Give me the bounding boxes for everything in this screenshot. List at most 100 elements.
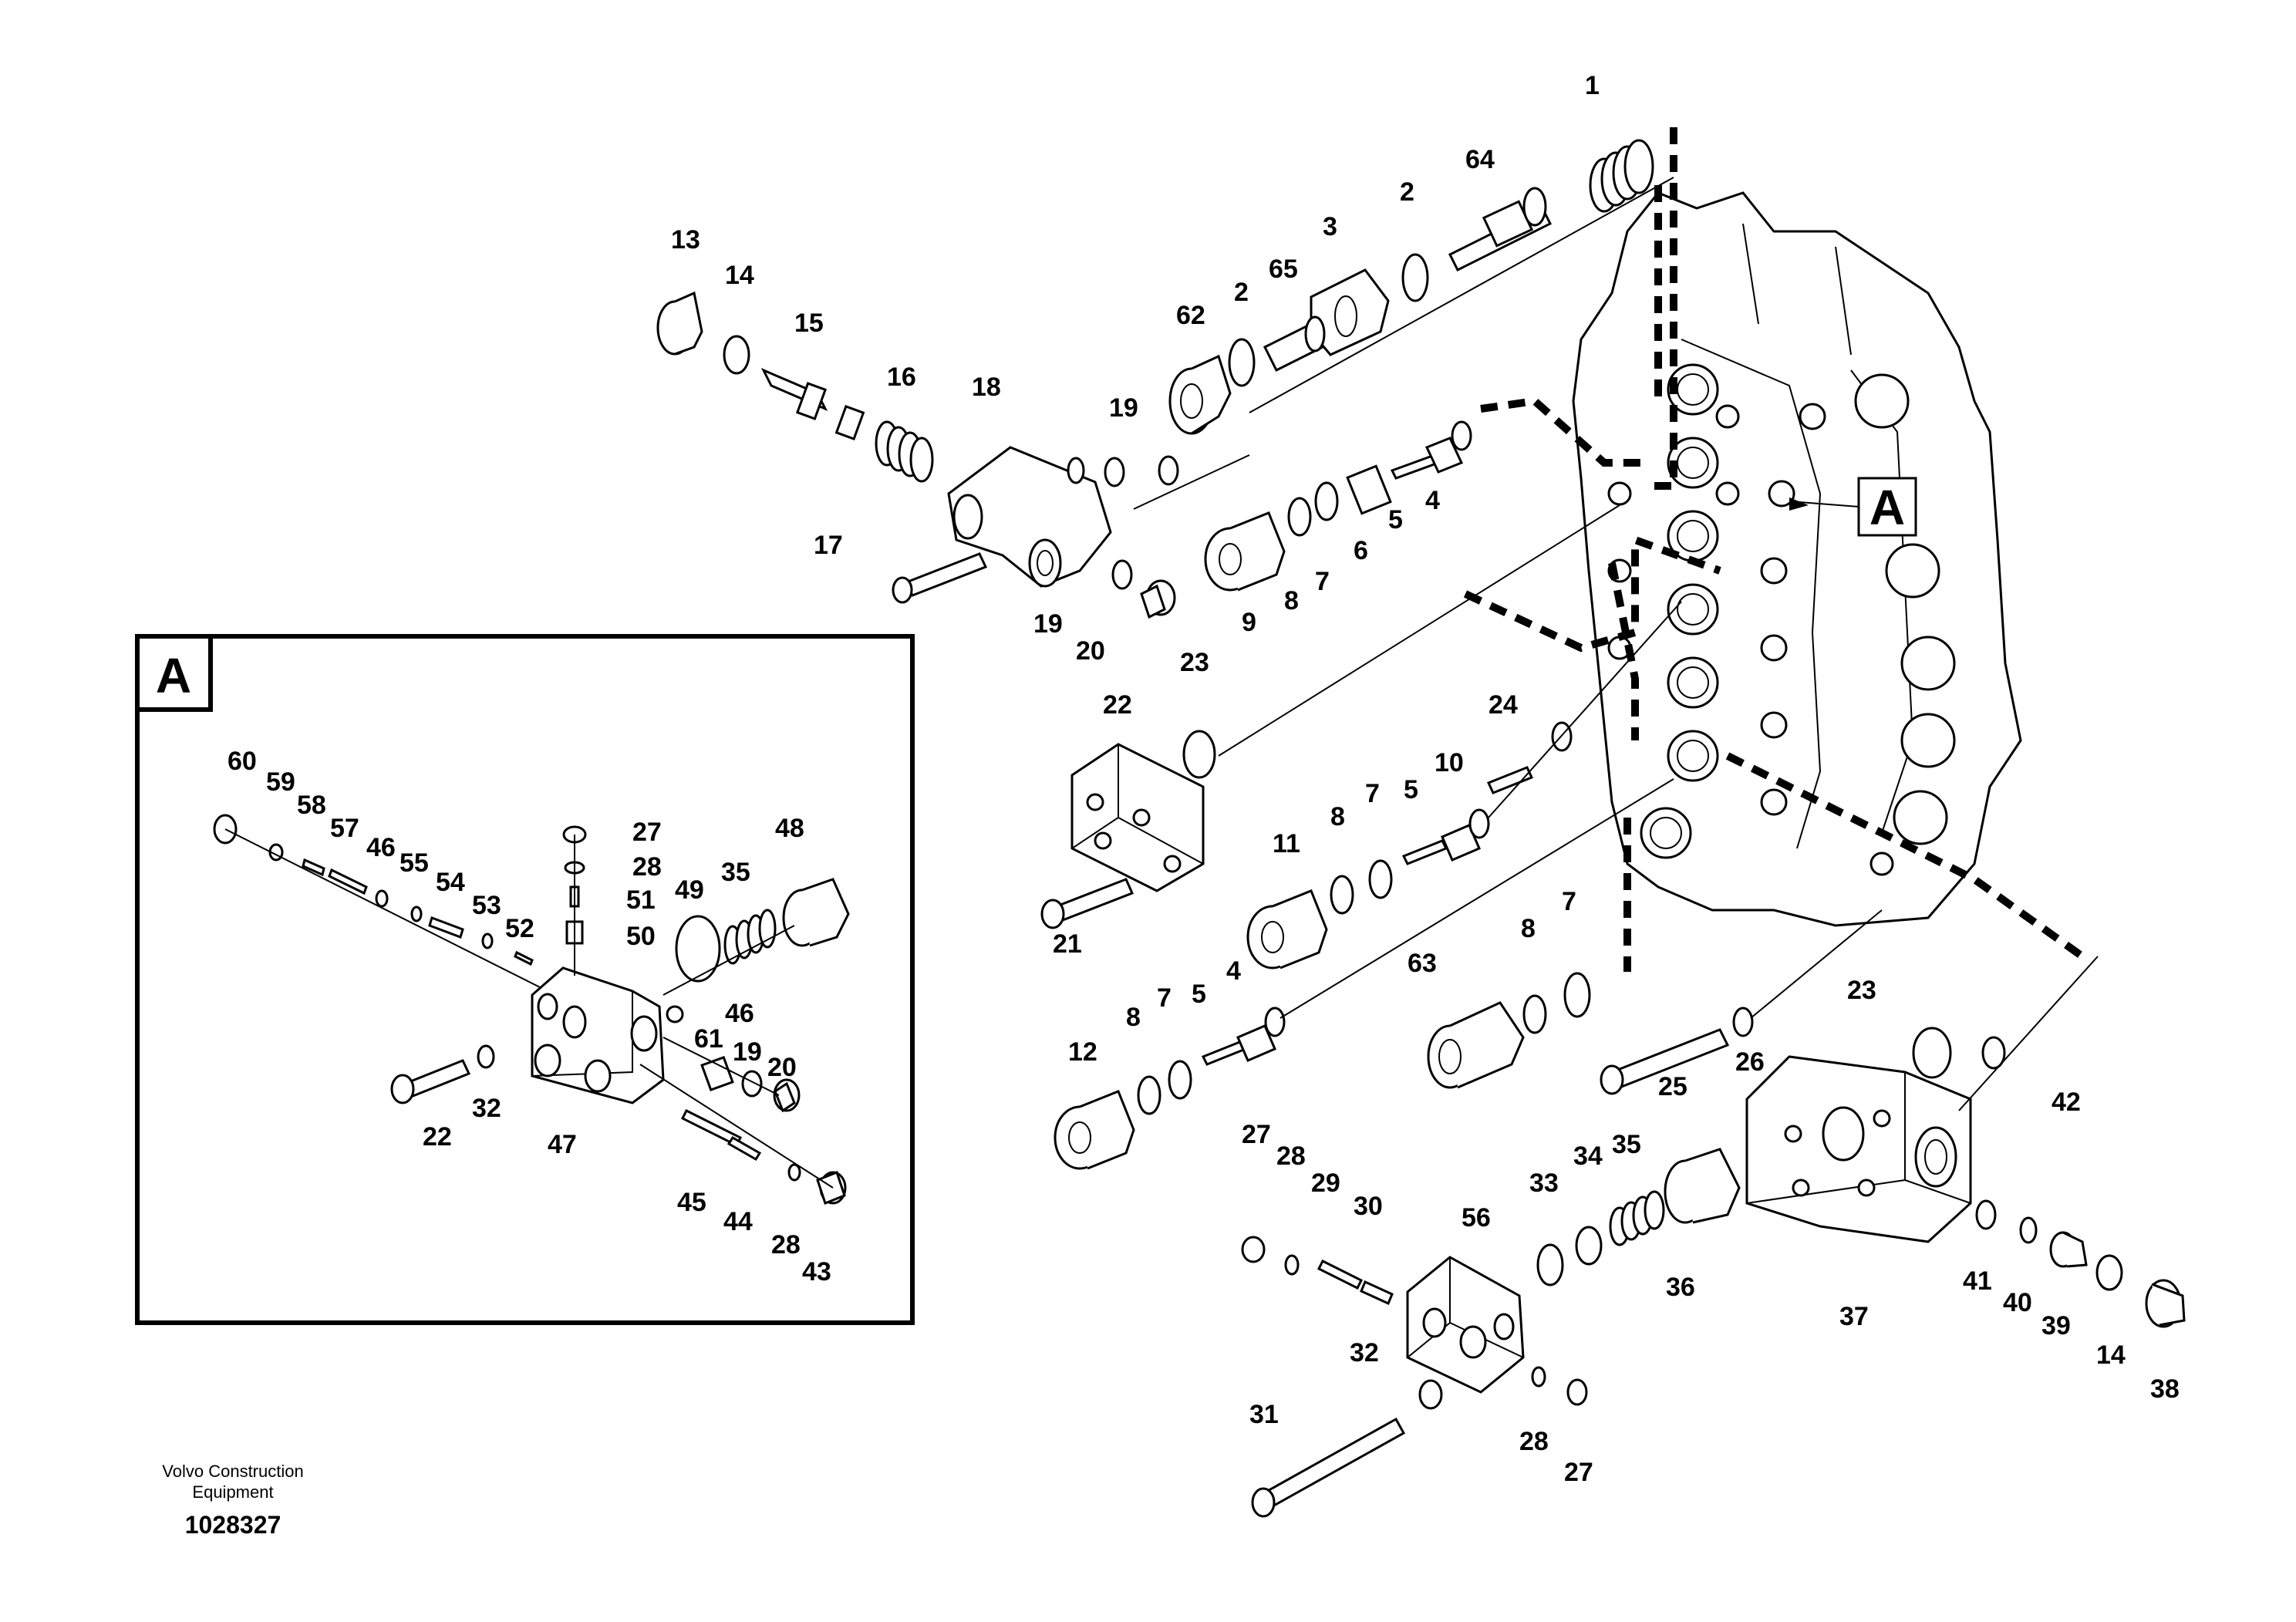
callout: 56	[1462, 1203, 1491, 1233]
backup-ring-8	[1287, 497, 1312, 537]
callout: 43	[802, 1257, 831, 1286]
pin-24	[1486, 721, 1573, 794]
callout: 40	[2003, 1288, 2032, 1317]
company-name-line1: Volvo Construction	[162, 1462, 303, 1481]
block-56	[1406, 1256, 1525, 1394]
callout: 1	[1585, 71, 1600, 100]
o-ring-14-b	[2095, 1254, 2123, 1291]
callout: 41	[1963, 1266, 1992, 1296]
backup-ring-8-c	[1137, 1075, 1161, 1115]
callouts-main: 1 64 2 3 2 65 62 13 14 15 16 18 19 17 19…	[671, 71, 2180, 1487]
o-ring-7-c	[1168, 1060, 1192, 1100]
detail-a-frame: A	[135, 634, 915, 1325]
callout: 62	[1176, 301, 1205, 330]
spool-15	[760, 368, 865, 440]
o-ring-2-lower	[1228, 338, 1256, 387]
plug-12	[1054, 1090, 1135, 1170]
callout: 2	[1400, 177, 1414, 207]
callout: 17	[814, 531, 843, 560]
spring-16	[875, 420, 934, 483]
o-ring-19-c	[1111, 559, 1133, 590]
detail-a-label: A	[1870, 480, 1905, 535]
callout: 46	[366, 833, 396, 862]
lower-right-assembly	[1241, 956, 2186, 1518]
callout: 34	[1573, 1141, 1603, 1171]
o-ring-33	[1536, 1243, 1564, 1286]
callout: 19	[1033, 609, 1063, 639]
bolt-25-assembly	[1600, 909, 1883, 1095]
document-number: 1028327	[185, 1511, 282, 1539]
callout: 18	[972, 373, 1001, 402]
callout: 5	[1388, 505, 1403, 534]
plug-65	[1263, 315, 1326, 373]
callout: 23	[1847, 976, 1876, 1005]
callout: 57	[330, 814, 359, 843]
callout: 38	[2150, 1374, 2180, 1404]
upper-left-valve-assembly	[656, 291, 1250, 619]
callout: 28	[771, 1230, 801, 1259]
plug-20	[1140, 579, 1176, 619]
callout: 29	[1311, 1168, 1340, 1198]
callout: 45	[677, 1188, 706, 1217]
o-ring-28-b	[1531, 1366, 1546, 1388]
callout: 14	[2096, 1340, 2126, 1370]
plug-38	[2145, 1279, 2186, 1328]
cover-22-assembly	[1040, 504, 1620, 929]
lower-left-plug-row	[1054, 778, 1674, 1170]
callout: 46	[725, 999, 754, 1028]
plug-27-a	[1241, 1236, 1266, 1263]
callout: 11	[1273, 829, 1300, 858]
o-ring-14	[723, 335, 750, 375]
callout: 44	[723, 1207, 753, 1236]
o-ring-7-b	[1368, 859, 1393, 899]
callout: 19	[733, 1037, 762, 1067]
callout: 20	[1076, 636, 1105, 666]
callout: 21	[1053, 929, 1082, 959]
callout: 61	[694, 1024, 723, 1054]
callout: 22	[423, 1122, 452, 1152]
callout: 64	[1465, 145, 1495, 174]
callout: 4	[1425, 486, 1440, 515]
detail-a-title: A	[156, 648, 191, 703]
callout: 48	[775, 814, 804, 843]
callout: 47	[548, 1130, 577, 1159]
part-10	[1441, 808, 1490, 862]
cap-13	[656, 291, 703, 356]
spring-29	[1317, 1259, 1364, 1290]
callout: 49	[675, 875, 704, 905]
callout: 7	[1562, 887, 1576, 916]
callout: 8	[1521, 914, 1536, 943]
cover-37	[1745, 1055, 1972, 1243]
spring-5-lower	[1201, 1040, 1248, 1066]
valve-body	[1572, 191, 2022, 927]
o-ring-23-lower	[1912, 1027, 1952, 1079]
callout: 30	[1354, 1192, 1383, 1221]
callout: 8	[1284, 586, 1299, 615]
o-ring-23-upper	[1182, 730, 1216, 779]
spring-5-mid	[1401, 839, 1448, 865]
callout: 28	[632, 852, 662, 882]
bolt-31	[1251, 1417, 1406, 1518]
backup-ring-8-d	[1522, 994, 1547, 1034]
top-spool-assembly	[1168, 139, 1674, 435]
callout: 3	[1323, 212, 1337, 241]
backup-40	[2019, 1216, 2038, 1244]
backup-ring-8-b	[1330, 875, 1354, 915]
spring-1	[1589, 139, 1654, 213]
callout: 6	[1354, 536, 1368, 565]
plug-27-b	[1566, 1378, 1588, 1406]
part-6	[1346, 464, 1392, 515]
plug-39	[2049, 1231, 2088, 1268]
callout: 53	[472, 891, 501, 920]
callout: 22	[1103, 690, 1132, 720]
spring-35	[1609, 1190, 1665, 1246]
callout: 26	[1735, 1047, 1765, 1077]
plug-63	[1427, 1001, 1525, 1089]
callout: 28	[1519, 1427, 1549, 1456]
callout: 5	[1192, 980, 1206, 1009]
callout: 14	[725, 261, 754, 290]
detail-parts	[213, 814, 850, 1205]
callout: 54	[436, 868, 465, 897]
o-ring-19-b	[1158, 455, 1179, 486]
